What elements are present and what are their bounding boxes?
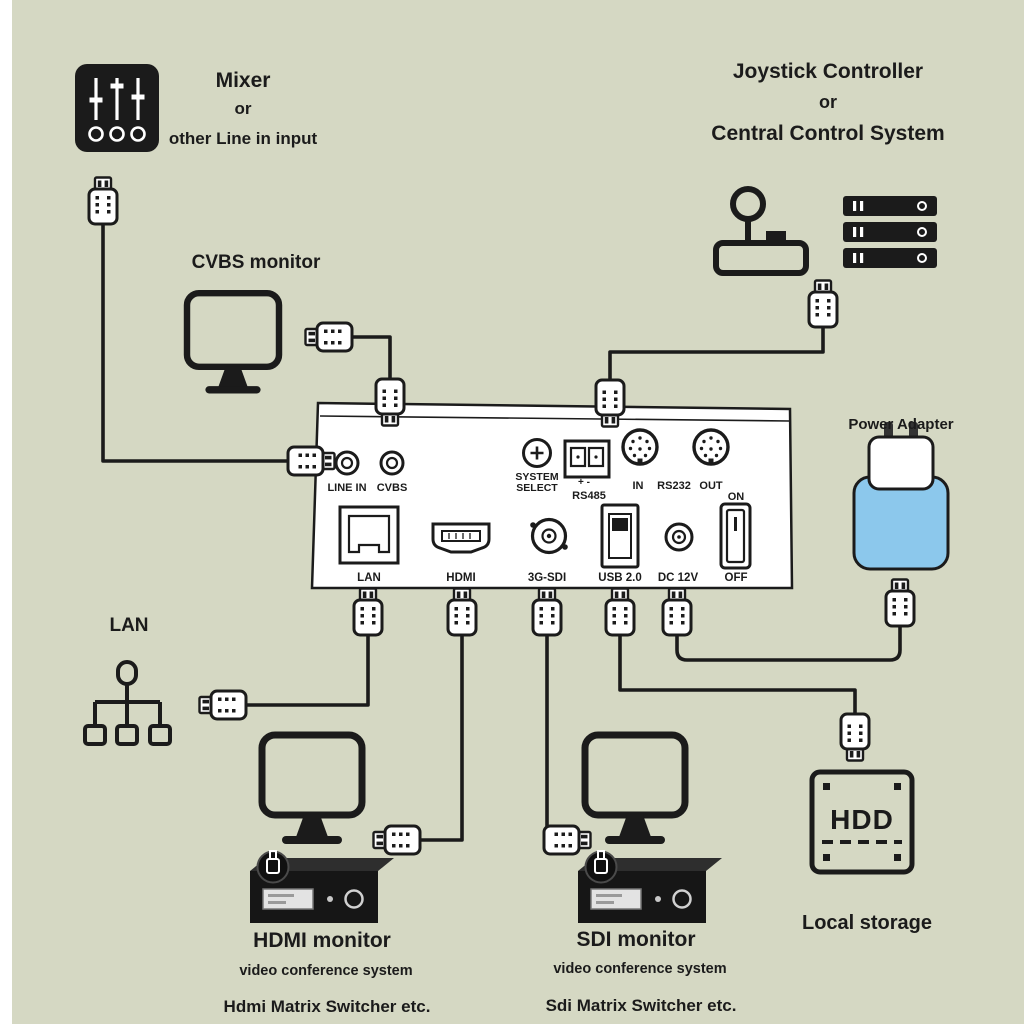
cvbs-monitor-usb-plug-icon	[304, 321, 354, 353]
cable-cvbs-monitor	[350, 335, 392, 381]
cable-usb-to-storage	[618, 633, 857, 716]
sdi-monitor-title: SDI monitor	[576, 928, 696, 951]
cable-dc-to-adapter	[675, 624, 902, 662]
sdi-monitor-icon	[585, 735, 685, 844]
sdi-port	[530, 517, 568, 555]
sdi-switcher-device-icon	[576, 849, 724, 925]
power-adapter-label: Power Adapter	[848, 416, 954, 433]
hdd-icon: HDD	[809, 769, 915, 875]
lan-port-label: LAN	[357, 572, 381, 584]
connection-cables	[101, 222, 902, 842]
rs232-label: RS232	[657, 480, 691, 492]
line-in-jack	[334, 450, 360, 476]
hdmi-monitor-title: HDMI monitor	[253, 929, 391, 952]
sdi-monitor-usb-plug-icon	[542, 824, 592, 856]
sdi-port-label: 3G-SDI	[527, 572, 567, 584]
rs485-polarity-label: + -	[578, 477, 590, 488]
system-select-label: SYSTEM SELECT	[515, 471, 559, 495]
cable-hdmi	[418, 633, 464, 842]
sdi-panel-usb-plug-icon	[531, 587, 563, 637]
joystick-usb-plug-icon	[807, 279, 839, 329]
joystick-title: Joystick Controller	[732, 60, 924, 83]
hdmi-switcher-device-icon	[248, 849, 396, 925]
system-select-dial	[522, 438, 552, 468]
mixer-or: or	[234, 99, 252, 118]
cvbs-port-label: CVBS	[376, 482, 408, 494]
cvbs-jack	[379, 450, 405, 476]
power-adapter-icon	[852, 422, 950, 571]
lan-label: LAN	[109, 615, 149, 636]
hdd-usb-plug-icon	[839, 712, 871, 762]
camera-rear-panel	[310, 401, 794, 590]
cable-mixer-to-line-in	[101, 222, 290, 463]
dc-jack	[664, 522, 694, 552]
hdd-icon-label: HDD	[830, 804, 894, 835]
lan-network-icon	[83, 660, 172, 746]
rs232-out-port	[692, 428, 730, 466]
dc-port-label: DC 12V	[657, 572, 699, 584]
hdmi-monitor-usb-plug-icon	[372, 824, 422, 856]
hdmi-monitor-icon	[262, 735, 362, 844]
rs485-terminal	[563, 439, 611, 479]
cable-sdi	[545, 633, 549, 842]
power-switch	[719, 502, 752, 570]
switch-off-label: OFF	[724, 572, 748, 584]
hdmi-port-label: HDMI	[446, 572, 476, 584]
usb-port	[600, 503, 640, 569]
joystick-subtitle: Central Control System	[711, 122, 945, 145]
rs232-in-port	[621, 428, 659, 466]
local-storage-label: Local storage	[801, 912, 933, 934]
cvbs-monitor-label: CVBS monitor	[191, 252, 321, 273]
server-rack-icon	[843, 196, 937, 268]
lan-port	[338, 505, 400, 565]
line-in-port-label: LINE IN	[327, 482, 367, 494]
hdmi-monitor-subtitle: video conference system	[239, 963, 413, 979]
lan-device-usb-plug-icon	[198, 689, 248, 721]
cable-joystick-to-rs232	[608, 325, 825, 382]
hdmi-port	[431, 522, 491, 554]
cable-lan	[246, 633, 370, 707]
usb-port-label: USB 2.0	[598, 572, 642, 584]
mixer-icon	[75, 64, 159, 152]
joystick-icon	[713, 186, 809, 276]
lan-panel-usb-plug-icon	[352, 587, 384, 637]
mixer-title: Mixer	[215, 69, 271, 92]
mixer-subtitle: other Line in input	[168, 129, 318, 148]
hdmi-monitor-footnote: Hdmi Matrix Switcher etc.	[223, 997, 431, 1016]
usb2-panel-usb-plug-icon	[604, 587, 636, 637]
rs485-port-label: RS485	[572, 490, 606, 502]
cvbs-monitor-icon	[187, 293, 279, 393]
hdmi-panel-usb-plug-icon	[446, 587, 478, 637]
dc-panel-usb-plug-icon	[661, 587, 693, 637]
rs232-in-label: IN	[632, 480, 644, 492]
switch-on-label: ON	[727, 491, 745, 503]
mixer-usb-plug-icon	[87, 176, 119, 226]
joystick-or: or	[819, 92, 837, 112]
sdi-monitor-footnote: Sdi Matrix Switcher etc.	[545, 996, 737, 1015]
page-margin	[0, 0, 12, 1024]
rs232-out-label: OUT	[699, 480, 723, 492]
sdi-monitor-subtitle: video conference system	[553, 961, 727, 977]
power-adapter-usb-plug-icon	[884, 578, 916, 628]
